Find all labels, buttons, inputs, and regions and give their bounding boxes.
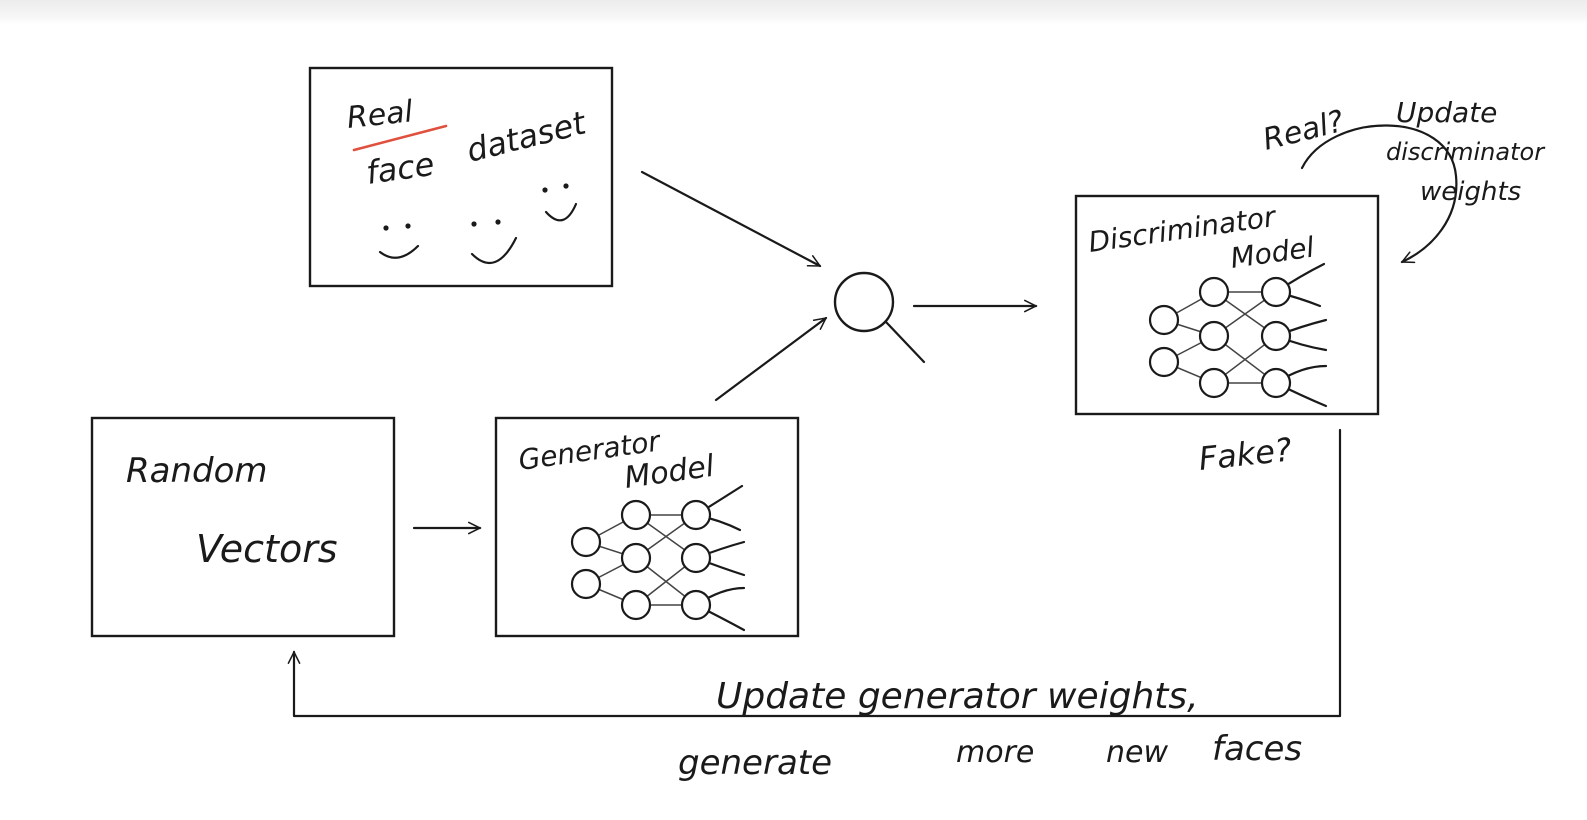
feedback-loop-arrow xyxy=(294,428,1342,718)
dataset-box-frame xyxy=(308,66,614,288)
feedback-line1: Update generator weights, xyxy=(716,676,1199,717)
random-vectors-box: Random Vectors xyxy=(90,416,396,638)
smiley-face-3 xyxy=(542,183,578,222)
update-disc-line3: weights xyxy=(1420,177,1521,207)
arrow-generator-to-magnifier xyxy=(714,316,826,402)
dataset-title-real: Real xyxy=(345,94,415,136)
dataset-title-face: face xyxy=(364,145,437,192)
discriminator-box-frame xyxy=(1074,194,1380,416)
real-question-label: Real? xyxy=(1259,104,1347,158)
update-disc-line1: Update xyxy=(1396,96,1497,129)
arrow-dataset-to-magnifier xyxy=(640,170,820,268)
generator-network-icon xyxy=(570,484,746,632)
discriminator-network-icon xyxy=(1148,262,1328,408)
feedback-word-generate: generate xyxy=(678,743,832,783)
real-underline xyxy=(352,124,448,152)
feedback-word-more: more xyxy=(956,735,1034,770)
generator-box: Generator Model xyxy=(494,416,800,638)
window-top-bar xyxy=(0,0,1587,24)
discriminator-box: Discriminator Model xyxy=(1074,194,1380,416)
feedback-word-faces: faces xyxy=(1212,729,1302,769)
feedback-word-new: new xyxy=(1106,735,1168,770)
dataset-box: Real face dataset xyxy=(308,66,614,288)
update-disc-line2: discriminator xyxy=(1386,138,1546,166)
dataset-title-dataset: dataset xyxy=(463,103,591,169)
random-box-frame xyxy=(90,416,396,638)
generator-box-frame xyxy=(494,416,800,638)
smiley-face-1 xyxy=(378,223,420,259)
magnifier-icon xyxy=(833,271,926,364)
smiley-face-2 xyxy=(470,219,518,264)
fake-question-label: Fake? xyxy=(1197,430,1294,478)
update-discriminator-arrow xyxy=(1300,124,1458,262)
random-label: Random xyxy=(126,451,268,491)
vectors-label: Vectors xyxy=(196,527,338,571)
